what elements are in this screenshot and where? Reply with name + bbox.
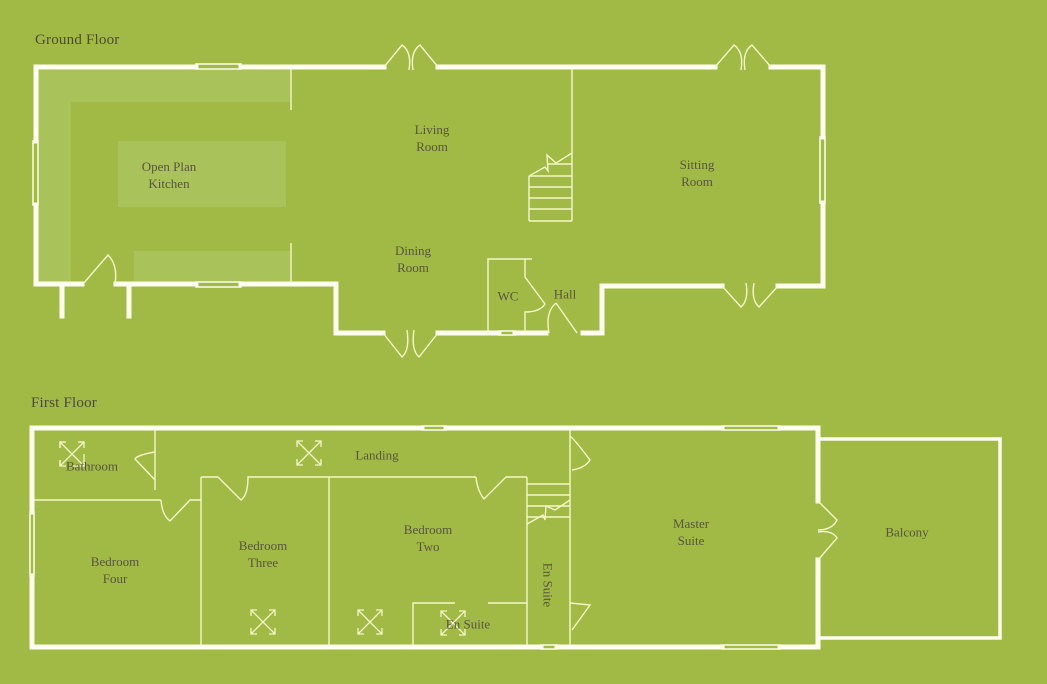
first-floor-windows (29, 425, 781, 650)
ground-floor-outer-walls (33, 64, 826, 336)
room-label-bedroom-four: Bedroom Four (90, 554, 140, 586)
room-label-balcony: Balcony (885, 524, 929, 540)
skylight-icon-bedroom-two (357, 609, 383, 635)
room-label-landing: Landing (355, 447, 399, 463)
balcony-outline (818, 437, 1002, 640)
skylight-icon-bedroom-three (250, 609, 276, 635)
room-label-open-plan-kitchen: Open Plan Kitchen (141, 159, 197, 191)
skylight-icon-en-suite (440, 610, 466, 636)
room-label-dining-room: Dining Room (394, 243, 432, 275)
first-floor-plan (29, 425, 1002, 650)
kitchen-units (38, 70, 290, 282)
first-floor-outer-walls (29, 425, 821, 650)
room-label-bathroom: Bathroom (66, 458, 118, 474)
ground-floor-title: Ground Floor (35, 32, 120, 48)
skylight-icon-bathroom (59, 441, 85, 467)
skylight-icons (59, 440, 466, 636)
room-label-master-suite: Master Suite (672, 516, 710, 548)
room-label-bedroom-two: Bedroom Two (403, 522, 453, 554)
room-label-living-room: Living Room (414, 122, 450, 154)
room-label-en-suite: En Suite (445, 616, 491, 632)
ground-floor-plan (32, 44, 826, 359)
ground-floor-windows (32, 63, 826, 336)
first-floor-title: First Floor (31, 395, 97, 411)
room-label-sitting-room: Sitting Room (679, 157, 715, 189)
room-label-en-suite-vertical: En Suite (540, 562, 556, 608)
room-label-wc: WC (497, 288, 519, 304)
first-floor-internal-lines (34, 430, 838, 645)
skylight-icon-landing (296, 440, 322, 466)
room-label-bedroom-three: Bedroom Three (238, 538, 288, 570)
ground-floor-internal-lines (82, 44, 779, 359)
room-label-hall: Hall (553, 286, 577, 302)
